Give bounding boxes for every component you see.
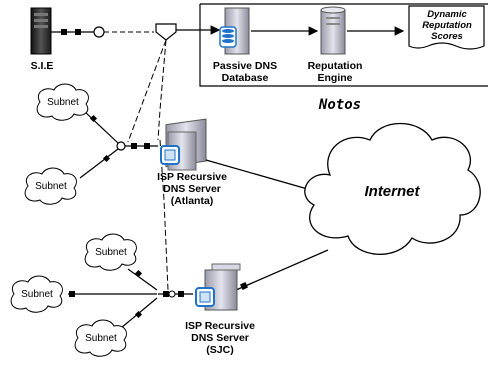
sie-connector bbox=[51, 26, 154, 38]
subnet-label-4: Subnet bbox=[21, 289, 53, 300]
reputation-engine-line-1: Reputation bbox=[307, 60, 363, 72]
notos-label: Notos bbox=[318, 97, 362, 113]
isp-sjc-server-icon bbox=[195, 263, 241, 311]
notos-boundary bbox=[199, 3, 488, 87]
subnet-label-1: Subnet bbox=[47, 97, 79, 108]
isp-atlanta-server-icon bbox=[160, 118, 207, 171]
atlanta-junction bbox=[79, 110, 158, 179]
reputation-engine-line-2: Engine bbox=[317, 72, 353, 84]
subnet-cloud-3 bbox=[84, 233, 137, 271]
isp-atlanta-line-1: ISP Recursive bbox=[157, 171, 227, 183]
passive-dns-database-icon bbox=[219, 7, 250, 55]
isp-atlanta-line-3: (Atlanta) bbox=[170, 195, 214, 207]
subnet-label-2: Subnet bbox=[35, 181, 67, 192]
reputation-engine-label: Reputation Engine bbox=[300, 60, 370, 84]
dynamic-scores-line-1: Dynamic bbox=[427, 9, 467, 20]
passive-dns-line-2: Database bbox=[221, 72, 269, 84]
dynamic-scores-label: Dynamic Reputation Scores bbox=[411, 9, 483, 42]
internet-cloud bbox=[304, 122, 481, 255]
isp-sjc-line-1: ISP Recursive bbox=[185, 320, 255, 332]
subnet-cloud-4 bbox=[10, 275, 63, 313]
passive-dns-label: Passive DNS Database bbox=[205, 60, 285, 84]
isp-sjc-label: ISP Recursive DNS Server (SJC) bbox=[180, 320, 260, 356]
isp-sjc-line-2: DNS Server bbox=[191, 332, 249, 344]
subnet-cloud-5 bbox=[74, 319, 127, 357]
dynamic-scores-line-2: Reputation bbox=[422, 20, 472, 31]
isp-sjc-line-3: (SJC) bbox=[206, 344, 234, 356]
dynamic-scores-line-3: Scores bbox=[431, 31, 463, 42]
subnet-label-3: Subnet bbox=[95, 247, 127, 258]
dynamic-scores-document-icon bbox=[408, 5, 485, 50]
internet-label: Internet bbox=[364, 183, 420, 200]
sie-label: S.I.E bbox=[30, 60, 54, 72]
reputation-engine-icon bbox=[320, 6, 346, 55]
aggregator-icon bbox=[155, 23, 221, 41]
passive-dns-line-1: Passive DNS bbox=[212, 60, 278, 72]
isp-atlanta-line-2: DNS Server bbox=[163, 183, 221, 195]
subnet-cloud-1 bbox=[36, 83, 89, 121]
subnet-cloud-2 bbox=[24, 167, 77, 205]
isp-atlanta-label: ISP Recursive DNS Server (Atlanta) bbox=[152, 171, 232, 207]
sie-server-icon bbox=[30, 7, 52, 55]
subnet-label-5: Subnet bbox=[85, 333, 117, 344]
sjc-junction bbox=[68, 268, 193, 329]
